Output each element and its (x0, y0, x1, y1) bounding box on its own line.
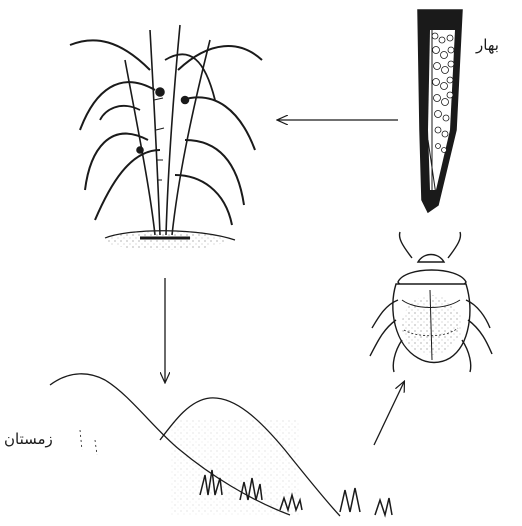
adult-bug-illustration (370, 232, 492, 372)
arrow-winter-to-adult (374, 382, 404, 445)
winter-label: زمستان (4, 430, 53, 448)
rice-plant-illustration (70, 25, 262, 250)
spring-label: بهار (476, 36, 499, 54)
egg-mass-leaf-sheath (418, 10, 462, 212)
winter-hills-illustration (50, 374, 392, 516)
